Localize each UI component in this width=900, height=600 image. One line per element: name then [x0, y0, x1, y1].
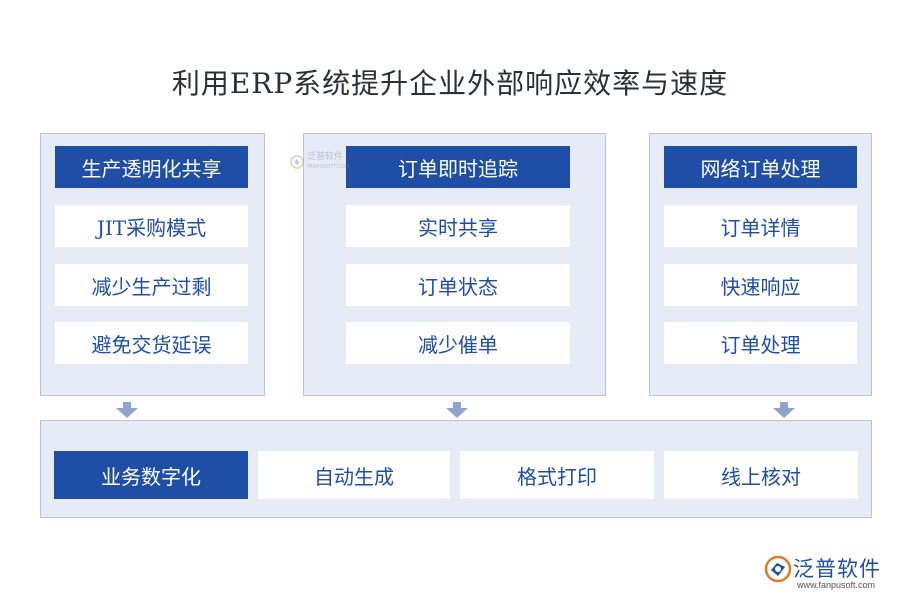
watermark-sub: FANPUSOFT.COM: [307, 164, 349, 170]
bottom-main-box: 业务数字化: [54, 451, 248, 499]
down-arrow-icon: [116, 402, 138, 418]
bottom-item: 格式打印: [460, 451, 654, 499]
down-arrow-icon: [446, 402, 468, 418]
column-header-order-tracking: 订单即时追踪: [346, 146, 570, 188]
column-panel-order-tracking: 订单即时追踪 实时共享 订单状态 减少催单: [303, 133, 606, 396]
column-item: JIT采购模式: [55, 205, 248, 247]
brand-url: www.fanpusoft.com: [797, 580, 876, 590]
down-arrow-icon: [773, 402, 795, 418]
column-item: 减少催单: [346, 322, 570, 364]
column-panel-production: 生产透明化共享 JIT采购模式 减少生产过剩 避免交货延误: [40, 133, 265, 396]
logo-icon: [290, 155, 304, 169]
column-item: 减少生产过剩: [55, 264, 248, 306]
brand-logo: 泛普软件 www.fanpusoft.com: [763, 551, 888, 595]
diagram-title: 利用ERP系统提升企业外部响应效率与速度: [171, 67, 729, 100]
brand-name: 泛普软件: [793, 557, 881, 581]
column-item: 订单状态: [346, 264, 570, 306]
column-item: 订单详情: [664, 205, 857, 247]
column-item: 实时共享: [346, 205, 570, 247]
column-panel-online-orders: 网络订单处理 订单详情 快速响应 订单处理: [649, 133, 872, 396]
column-header-online-orders: 网络订单处理: [664, 146, 857, 188]
bottom-panel-digitalization: 业务数字化 自动生成 格式打印 线上核对: [40, 420, 872, 518]
bottom-item: 线上核对: [664, 451, 858, 499]
watermark-logo: 泛普软件 FANPUSOFT.COM: [290, 152, 349, 172]
brand-logo-icon: [764, 555, 792, 583]
bottom-item: 自动生成: [258, 451, 450, 499]
column-item: 快速响应: [664, 264, 857, 306]
watermark-name: 泛普软件: [307, 152, 344, 162]
column-item: 订单处理: [664, 322, 857, 364]
column-header-production: 生产透明化共享: [55, 146, 248, 188]
column-item: 避免交货延误: [55, 322, 248, 364]
